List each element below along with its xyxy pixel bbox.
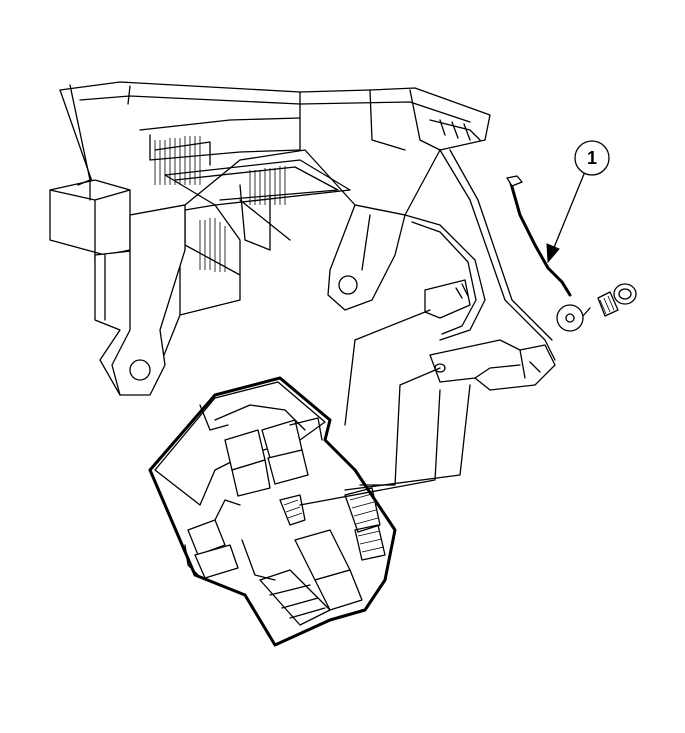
callout-leader bbox=[552, 173, 585, 251]
leader-lines bbox=[299, 307, 591, 506]
mounting-bracket-rail bbox=[404, 149, 556, 391]
callout-arrowhead bbox=[546, 243, 560, 264]
callout-1: 1 bbox=[546, 140, 610, 264]
screw bbox=[597, 283, 637, 317]
callout-circle bbox=[574, 140, 610, 176]
ground-strap bbox=[506, 175, 584, 332]
right-mounting-arm bbox=[327, 204, 406, 311]
bracket-tab bbox=[429, 339, 556, 391]
frame-assembly bbox=[49, 81, 491, 396]
junction-block bbox=[148, 376, 397, 647]
callout-number: 1 bbox=[587, 148, 597, 168]
left-mounting-arm bbox=[111, 204, 186, 396]
